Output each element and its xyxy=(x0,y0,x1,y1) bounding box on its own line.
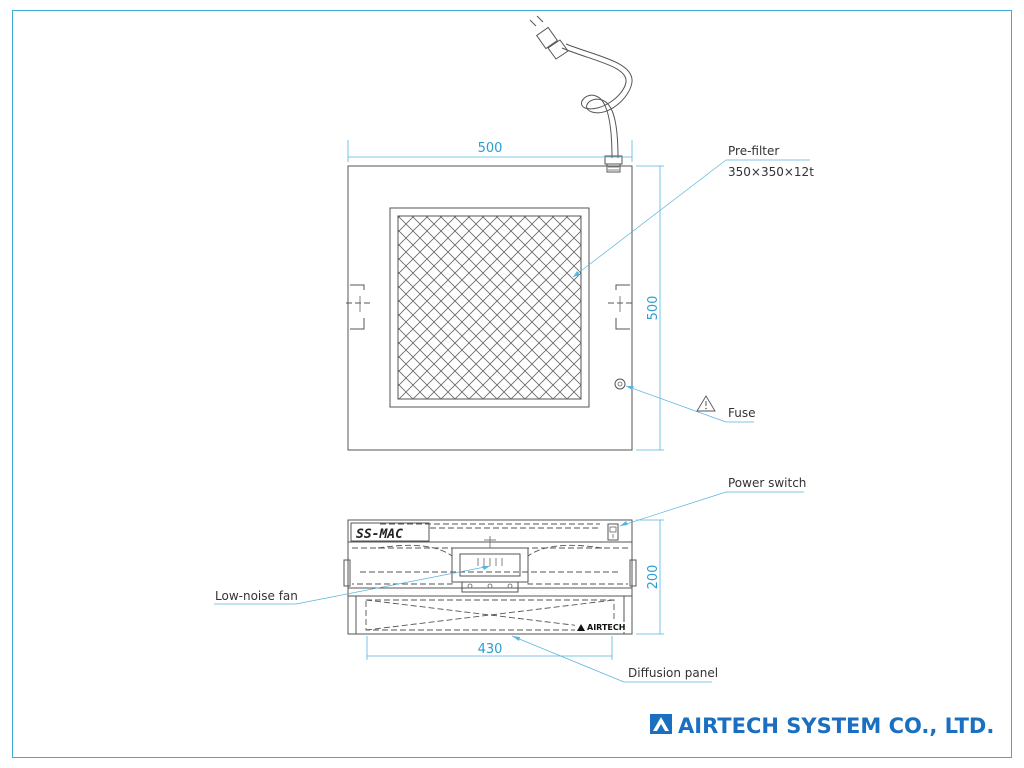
front-height-dimension xyxy=(636,519,664,635)
diffusion-panel-label: Diffusion panel xyxy=(628,666,718,680)
top-width-dimension xyxy=(347,140,633,162)
top-view xyxy=(346,165,634,451)
fuse-label: Fuse xyxy=(728,406,756,420)
prefilter-spec-label: 350×350×12t xyxy=(728,165,814,179)
diffusion-panel-leader xyxy=(511,635,712,683)
fuse-icon xyxy=(614,378,626,390)
drawing-frame xyxy=(12,10,1012,758)
power-switch-label: Power switch xyxy=(728,476,806,490)
prefilter-label: Pre-filter xyxy=(728,144,779,158)
front-width-label: 430 xyxy=(478,642,503,657)
power-switch-icon xyxy=(607,523,619,541)
power-switch-leader xyxy=(619,491,804,527)
cord-connector xyxy=(604,155,623,173)
plug-icon xyxy=(529,15,569,60)
warning-icon xyxy=(696,395,716,412)
low-noise-fan-leader xyxy=(214,565,491,605)
model-label: SS-MAC xyxy=(356,527,403,542)
panel-brand-label: AIRTECH xyxy=(587,623,625,632)
power-cord xyxy=(561,43,633,159)
top-height-label: 500 xyxy=(646,296,661,321)
low-noise-fan-label: Low-noise fan xyxy=(215,589,298,603)
front-height-label: 200 xyxy=(646,565,661,590)
front-width-dimension xyxy=(366,636,613,660)
prefilter-leader xyxy=(572,159,810,278)
top-height-dimension xyxy=(636,165,664,451)
prefilter-mesh xyxy=(397,215,582,400)
company-logo-icon xyxy=(650,714,672,734)
company-name: AIRTECH SYSTEM CO., LTD. xyxy=(678,714,994,738)
front-view xyxy=(343,519,637,635)
fuse-leader xyxy=(625,385,754,423)
top-width-label: 500 xyxy=(478,141,503,156)
